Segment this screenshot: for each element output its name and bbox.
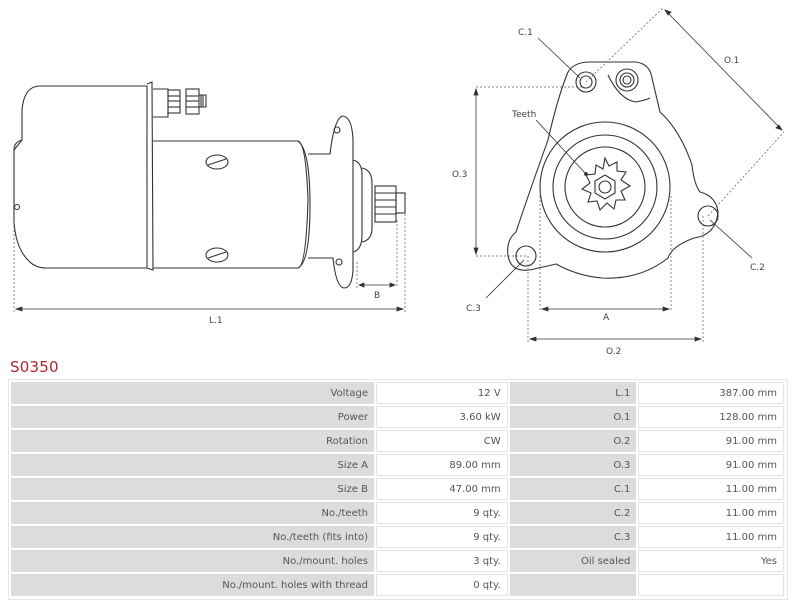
table-row: No./teeth (fits into) 9 qty. C.3 11.00 m… bbox=[11, 526, 784, 548]
specs-table: Voltage 12 V L.1 387.00 mm Power 3.60 kW… bbox=[9, 380, 786, 598]
spec-label: Oil sealed bbox=[509, 550, 637, 572]
spec-value: 128.00 mm bbox=[638, 406, 784, 428]
dimension-label-c2: C.2 bbox=[750, 263, 765, 273]
front-view-drawing: C.1 O.1 Teeth O.3 C.2 C.3 A O.2 bbox=[452, 7, 785, 355]
dimension-label-c3: C.3 bbox=[466, 304, 481, 314]
table-row: Size A 89.00 mm O.3 91.00 mm bbox=[11, 454, 784, 476]
side-view-drawing: L.1 B bbox=[13, 81, 406, 326]
spec-label bbox=[509, 574, 637, 596]
product-code: S0350 bbox=[10, 358, 59, 376]
spec-label: No./teeth bbox=[11, 502, 374, 524]
spec-label: O.2 bbox=[509, 430, 637, 452]
spec-value: 0 qty. bbox=[376, 574, 508, 596]
spec-value: 11.00 mm bbox=[638, 526, 784, 548]
table-row: Voltage 12 V L.1 387.00 mm bbox=[11, 382, 784, 404]
spec-label: C.3 bbox=[509, 526, 637, 548]
spec-value: CW bbox=[376, 430, 508, 452]
spec-label: C.1 bbox=[509, 478, 637, 500]
spec-value: 91.00 mm bbox=[638, 454, 784, 476]
spec-label: O.1 bbox=[509, 406, 637, 428]
dimension-label-o2: O.2 bbox=[606, 347, 621, 355]
spec-label: No./mount. holes bbox=[11, 550, 374, 572]
table-row: No./mount. holes 3 qty. Oil sealed Yes bbox=[11, 550, 784, 572]
spec-label: No./teeth (fits into) bbox=[11, 526, 374, 548]
spec-label: L.1 bbox=[509, 382, 637, 404]
spec-label: Size B bbox=[11, 478, 374, 500]
spec-value bbox=[638, 574, 784, 596]
spec-value: 9 qty. bbox=[376, 502, 508, 524]
spec-label: C.2 bbox=[509, 502, 637, 524]
spec-label: Voltage bbox=[11, 382, 374, 404]
dimension-label-b: B bbox=[374, 291, 380, 301]
spec-value: Yes bbox=[638, 550, 784, 572]
spec-label: Power bbox=[11, 406, 374, 428]
dimension-label-teeth: Teeth bbox=[511, 110, 536, 120]
dimension-label-l1: L.1 bbox=[209, 316, 223, 326]
spec-value: 91.00 mm bbox=[638, 430, 784, 452]
dimension-label-o3: O.3 bbox=[452, 170, 467, 180]
spec-value: 3 qty. bbox=[376, 550, 508, 572]
table-row: No./teeth 9 qty. C.2 11.00 mm bbox=[11, 502, 784, 524]
spec-label: Size A bbox=[11, 454, 374, 476]
spec-value: 3.60 kW bbox=[376, 406, 508, 428]
dimension-label-c1: C.1 bbox=[518, 28, 533, 38]
table-row: Power 3.60 kW O.1 128.00 mm bbox=[11, 406, 784, 428]
spec-value: 11.00 mm bbox=[638, 478, 784, 500]
table-row: Rotation CW O.2 91.00 mm bbox=[11, 430, 784, 452]
spec-value: 47.00 mm bbox=[376, 478, 508, 500]
spec-value: 12 V bbox=[376, 382, 508, 404]
spec-value: 89.00 mm bbox=[376, 454, 508, 476]
technical-drawing: L.1 B bbox=[13, 7, 785, 355]
spec-label: No./mount. holes with thread bbox=[11, 574, 374, 596]
dimension-label-a: A bbox=[603, 313, 610, 323]
dimension-label-o1: O.1 bbox=[724, 56, 739, 66]
table-row: No./mount. holes with thread 0 qty. bbox=[11, 574, 784, 596]
spec-value: 387.00 mm bbox=[638, 382, 784, 404]
spec-value: 9 qty. bbox=[376, 526, 508, 548]
table-row: Size B 47.00 mm C.1 11.00 mm bbox=[11, 478, 784, 500]
spec-label: Rotation bbox=[11, 430, 374, 452]
spec-label: O.3 bbox=[509, 454, 637, 476]
spec-value: 11.00 mm bbox=[638, 502, 784, 524]
